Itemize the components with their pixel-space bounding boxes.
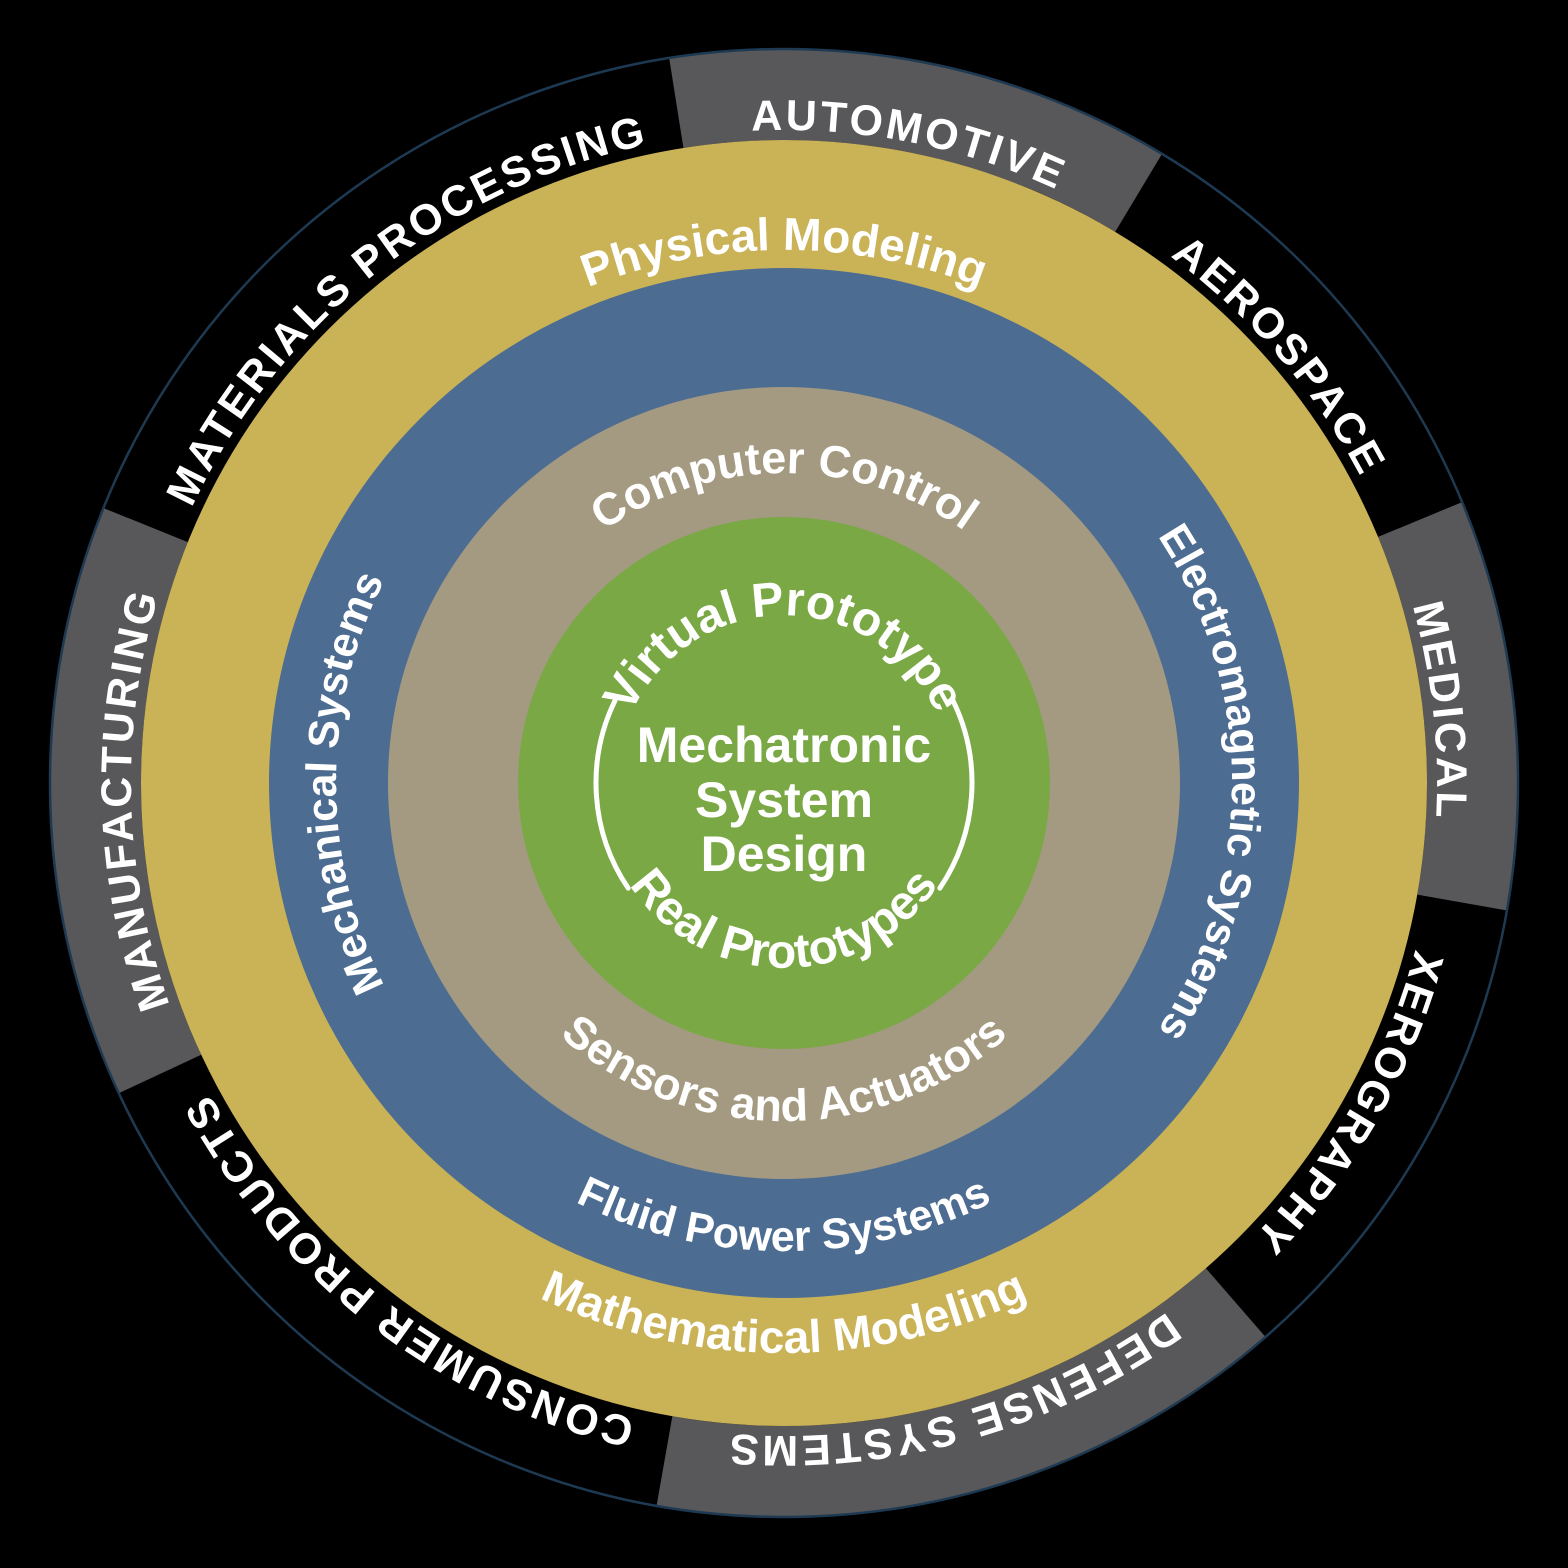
industry-segment-medical	[1378, 501, 1519, 911]
industry-segment-defense-systems	[656, 1268, 1267, 1518]
right-paren-arc	[937, 698, 975, 891]
center-title-line1: Mechatronic	[637, 717, 932, 773]
left-paren-arc	[593, 698, 631, 891]
industry-segment-manufacturing	[48, 507, 202, 1094]
center-title: Mechatronic System Design	[637, 717, 932, 882]
center-title-line3: Design	[701, 826, 868, 882]
outer-outline-circle	[48, 47, 1520, 1519]
core-circle	[518, 517, 1050, 1049]
center-title-line2: System	[695, 772, 873, 828]
